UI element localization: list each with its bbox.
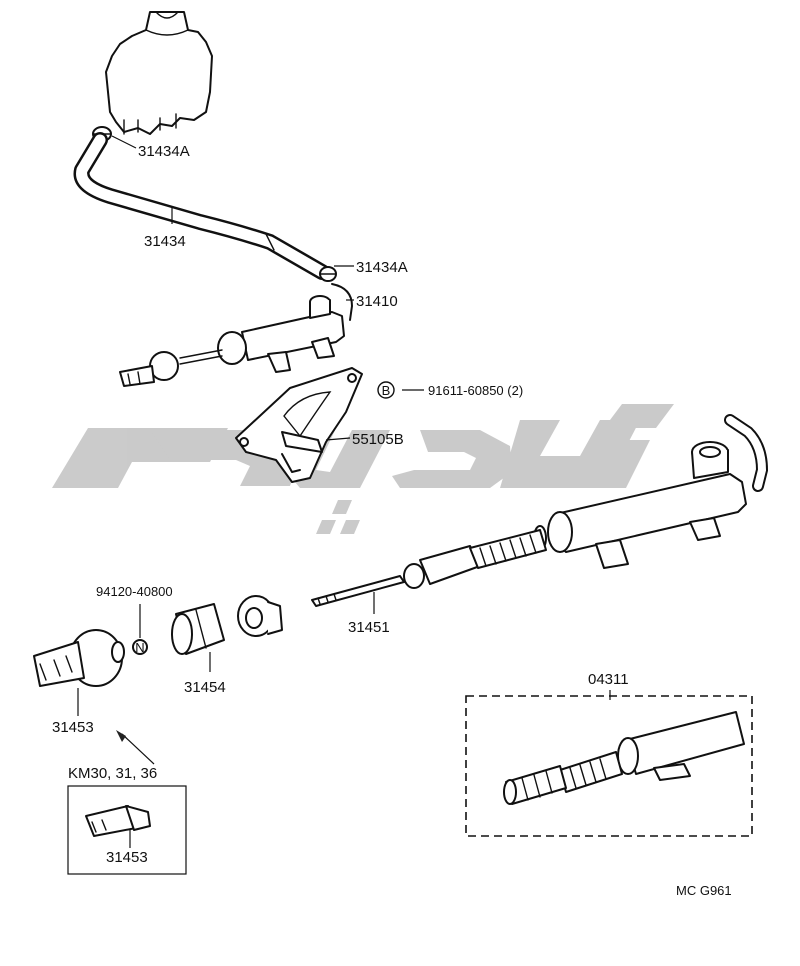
- master-cylinder-upper: [119, 283, 353, 387]
- label-bracket: 55105B: [352, 431, 404, 448]
- piston-cup: [237, 595, 283, 637]
- bolt-marker-letter: B: [382, 383, 391, 398]
- reservoir-tank: [105, 11, 213, 135]
- label-hose-clamp-bottom: 31434A: [356, 259, 408, 276]
- nut: [132, 639, 148, 655]
- hose-clamp-lower: [319, 266, 337, 282]
- variant-box: [67, 785, 187, 875]
- leader-lines: [77, 135, 424, 765]
- reservoir-hose: [73, 132, 330, 280]
- clevis: [33, 629, 125, 687]
- boot: [171, 603, 225, 655]
- label-push-rod: 31451: [348, 619, 390, 636]
- label-boot: 31454: [184, 679, 226, 696]
- label-nut-part: 94120-40800: [96, 584, 173, 599]
- label-hose: 31434: [144, 233, 186, 250]
- label-variant-note: KM30, 31, 36: [68, 765, 157, 782]
- push-rod: [311, 529, 547, 607]
- nut-marker: N: [135, 640, 144, 655]
- kit-box: [465, 690, 753, 837]
- label-bolt: 91611-60850 (2): [428, 383, 523, 398]
- label-variant-clevis: 31453: [106, 849, 148, 866]
- label-kit: 04311: [588, 671, 629, 688]
- label-clevis: 31453: [52, 719, 94, 736]
- label-hose-clamp-top: 31434A: [138, 143, 190, 160]
- nut-marker-letter: N: [135, 640, 144, 655]
- label-diagram-code: MC G961: [676, 883, 732, 898]
- bracket: [235, 367, 363, 483]
- label-master-cylinder: 31410: [356, 293, 398, 310]
- bolt-marker: B: [377, 381, 395, 399]
- master-cylinder-large: [533, 414, 769, 569]
